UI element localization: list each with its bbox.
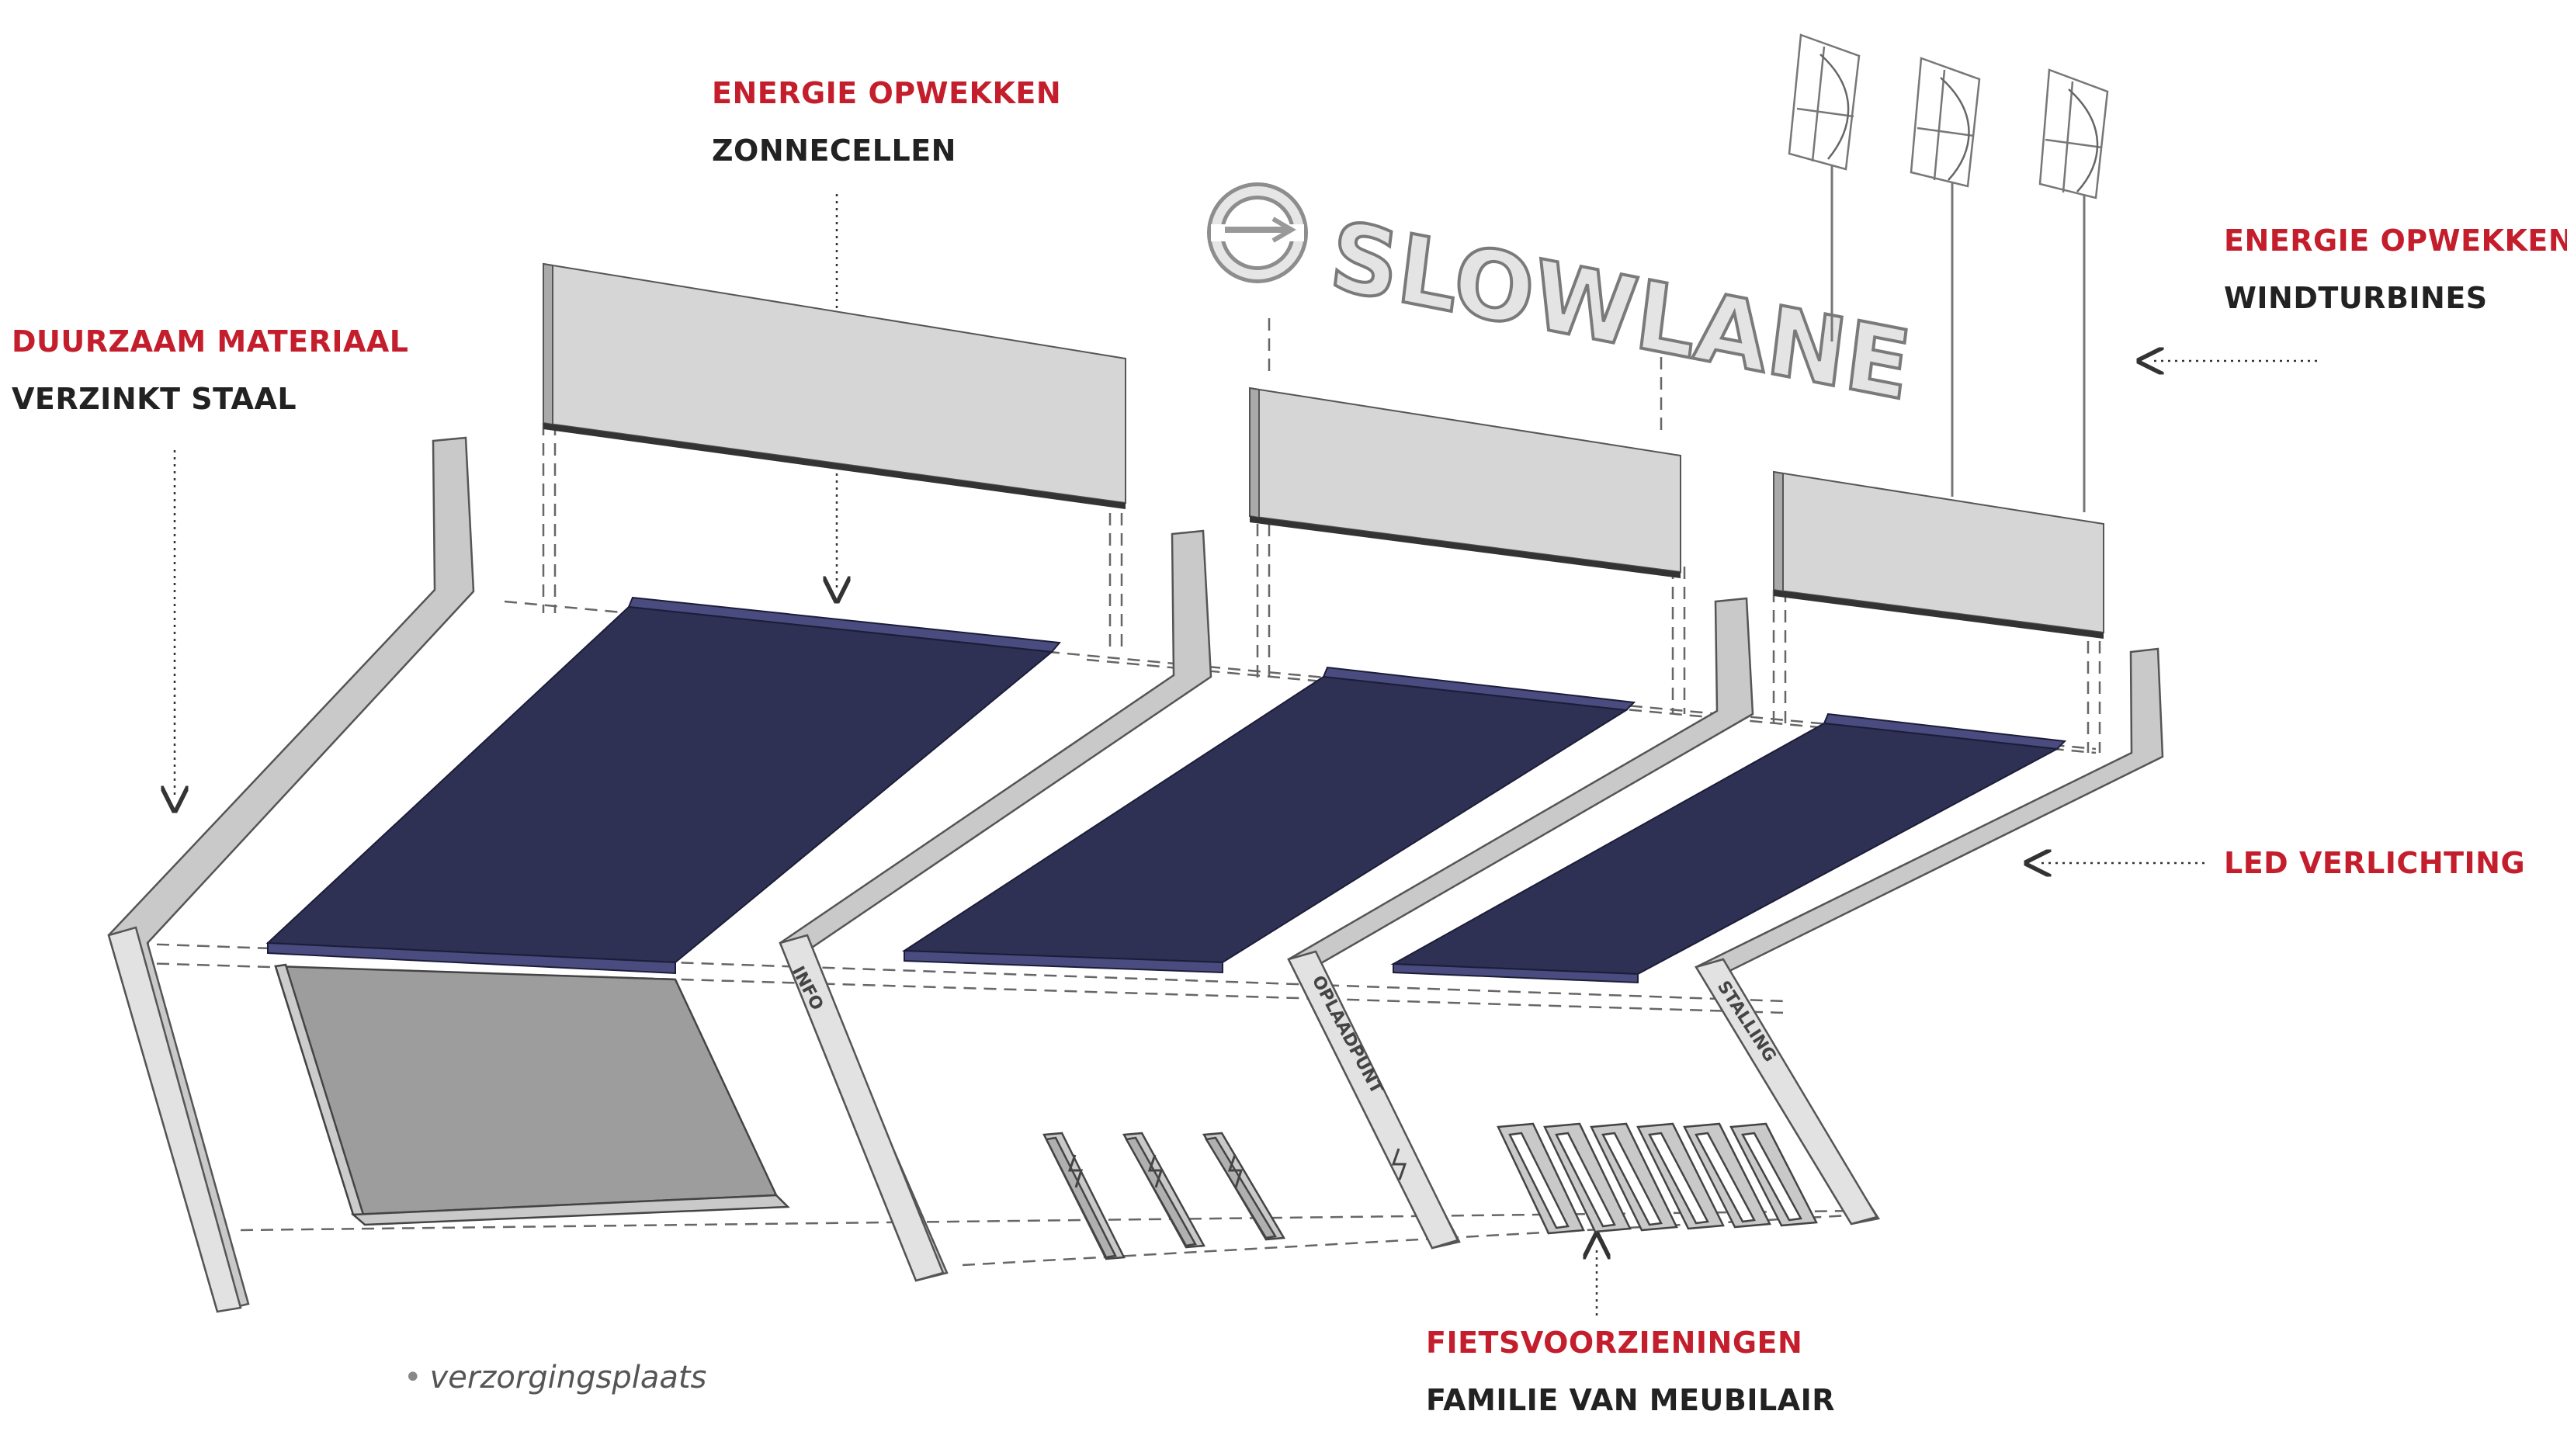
label-led: LED VERLICHTING <box>2224 846 2525 880</box>
slowlane-logo: SLOWLANE <box>1207 182 1918 424</box>
lightning-icon <box>1227 1154 1244 1188</box>
bike-rack <box>1497 1122 1818 1235</box>
charging-posts <box>1042 1132 1286 1260</box>
lightning-icon <box>1067 1154 1084 1188</box>
steel-frames <box>107 436 2164 1313</box>
label-wind: ENERGIE OPWEKKEN WINDTURBINES <box>2224 224 2567 315</box>
label-bike-category: FIETSVOORZIENINGEN <box>1426 1326 1803 1360</box>
wind-turbine <box>1910 57 1981 497</box>
label-solar-detail: ZONNECELLEN <box>712 133 956 168</box>
solar-panels <box>265 596 2067 984</box>
frame-tag-parking: STALLING <box>1713 978 1780 1066</box>
slowlane-logo-icon <box>1207 182 1308 283</box>
caption: •verzorgingsplaats <box>404 1360 706 1395</box>
label-bike-detail: FAMILIE VAN MEUBILAIR <box>1426 1383 1836 1417</box>
label-solar: ENERGIE OPWEKKEN ZONNECELLEN <box>712 76 1061 168</box>
label-bike: FIETSVOORZIENINGEN FAMILIE VAN MEUBILAIR <box>1426 1326 1835 1417</box>
wind-turbine <box>1788 33 1861 341</box>
wind-turbines <box>1788 33 2109 512</box>
lightning-icon <box>1147 1154 1164 1188</box>
wind-turbine <box>2038 68 2109 512</box>
info-board <box>274 963 790 1226</box>
lightning-icons <box>1067 1148 1407 1188</box>
label-led-category: LED VERLICHTING <box>2224 846 2526 880</box>
label-material-category: DUURZAAM MATERIAAL <box>12 324 409 359</box>
label-wind-category: ENERGIE OPWEKKEN <box>2224 224 2567 258</box>
lightning-icon <box>1391 1148 1407 1180</box>
label-solar-category: ENERGIE OPWEKKEN <box>712 76 1062 110</box>
fascia-boards <box>543 262 2104 639</box>
label-material: DUURZAAM MATERIAAL VERZINKT STAAL <box>12 324 409 416</box>
caption-bullet: • <box>404 1360 422 1395</box>
caption-text: verzorgingsplaats <box>429 1360 707 1395</box>
label-wind-detail: WINDTURBINES <box>2224 281 2488 315</box>
label-material-detail: VERZINKT STAAL <box>12 382 297 416</box>
brand-name: SLOWLANE <box>1324 200 1916 422</box>
frame-tags: INFO OPLAADPUNT STALLING <box>788 963 1780 1097</box>
